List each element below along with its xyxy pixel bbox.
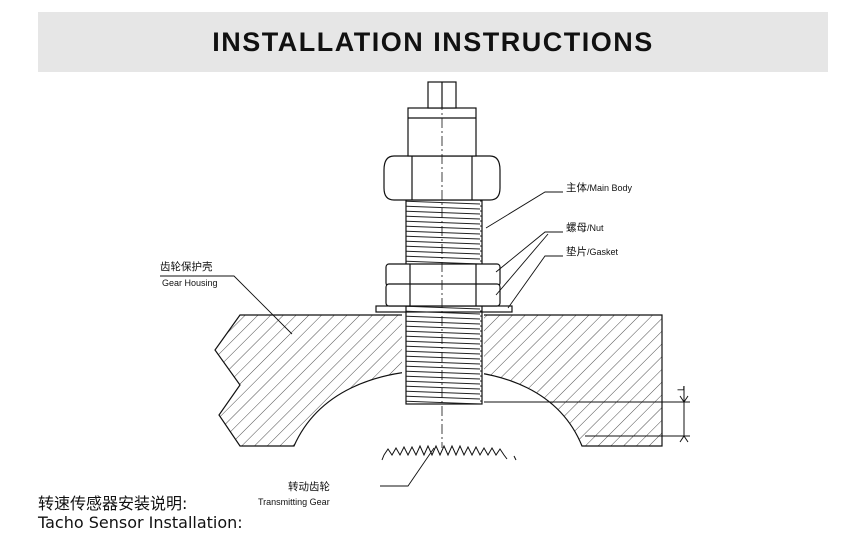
main-body-label-cn: 主体 — [566, 182, 587, 194]
leader-transmitting-gear — [380, 447, 435, 487]
leader-nut-2 — [495, 233, 549, 296]
leader-main-body — [485, 191, 563, 229]
gasket-label-en: /Gasket — [587, 247, 619, 257]
transmitting-gear-label-en: Transmitting Gear — [258, 497, 330, 507]
caption-en: Tacho Sensor Installation: — [38, 513, 243, 532]
leader-gear-housing — [160, 275, 293, 335]
svg-text:主体/Main Body: 主体/Main Body — [566, 182, 633, 194]
dimension-l — [484, 386, 690, 443]
dimension-l-label: L — [676, 386, 686, 391]
transmitting-gear — [381, 444, 517, 461]
nut-label-en: /Nut — [587, 223, 604, 233]
nut-lower — [385, 263, 501, 307]
svg-text:垫片/Gasket: 垫片/Gasket — [566, 245, 619, 258]
leader-nut-1 — [495, 231, 563, 273]
title-banner: INSTALLATION INSTRUCTIONS — [38, 12, 828, 72]
gear-housing-label-en: Gear Housing — [162, 278, 218, 288]
leader-gasket — [507, 255, 563, 309]
caption-cn: 转速传感器安装说明: — [38, 494, 188, 513]
page-title: INSTALLATION INSTRUCTIONS — [212, 26, 654, 57]
gasket-label-cn: 垫片 — [566, 245, 587, 258]
main-body-label-en: /Main Body — [587, 183, 633, 193]
nut-label-cn: 螺母 — [566, 222, 587, 234]
caption: 转速传感器安装说明: Tacho Sensor Installation: — [38, 494, 243, 532]
gear-housing-label-cn: 齿轮保护壳 — [160, 260, 213, 273]
transmitting-gear-label-cn: 转动齿轮 — [288, 480, 330, 493]
svg-text:螺母/Nut: 螺母/Nut — [566, 222, 604, 234]
